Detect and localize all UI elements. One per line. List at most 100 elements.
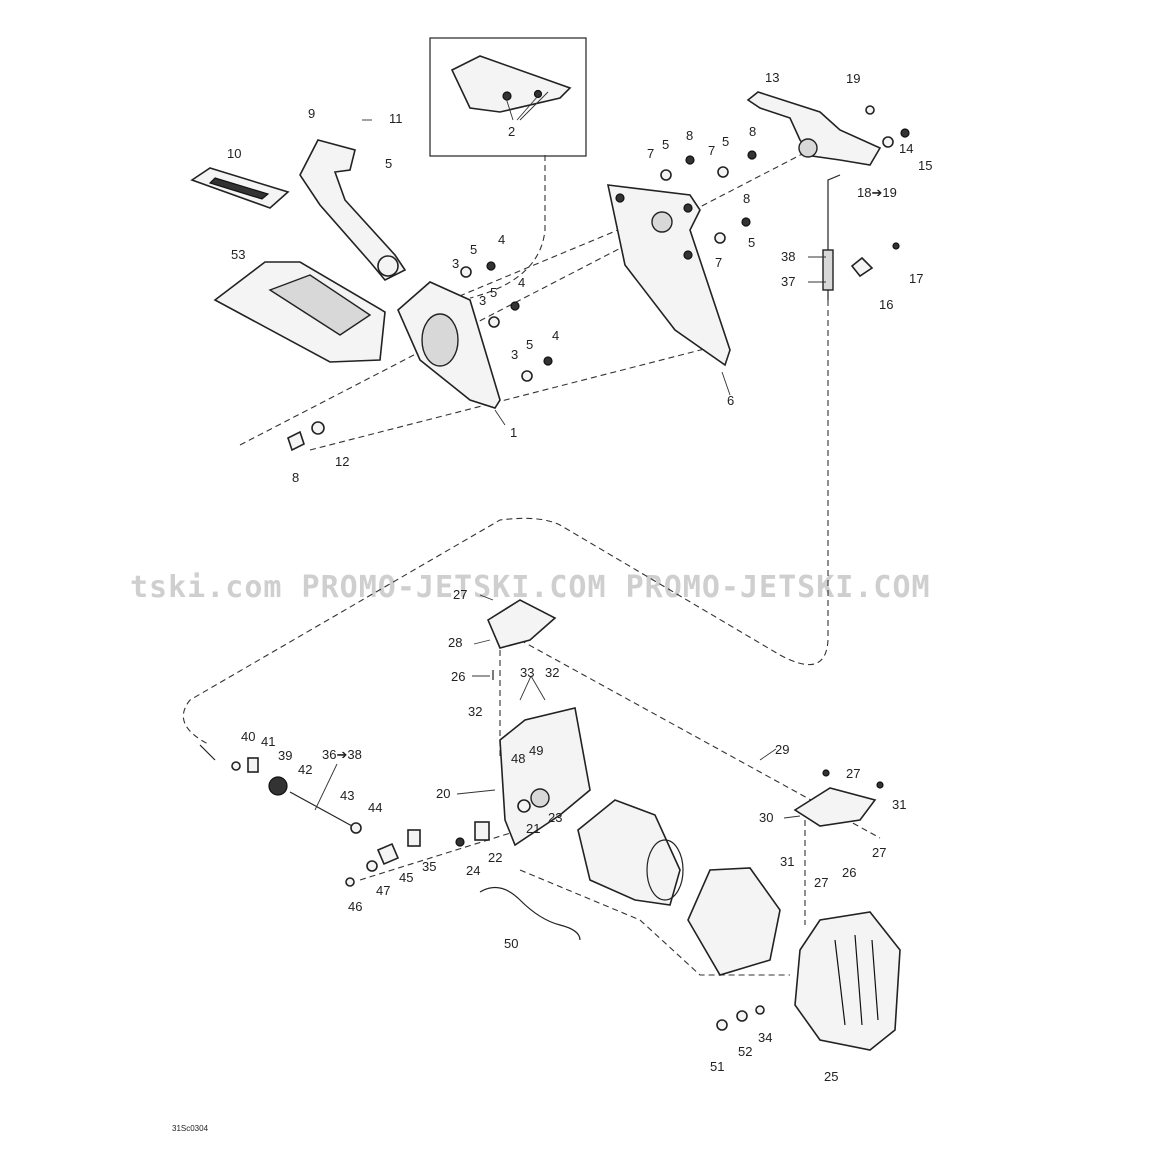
callout-27: 27 — [814, 875, 828, 890]
callout-24: 24 — [466, 863, 480, 878]
washer-7 — [717, 166, 729, 178]
part-39-gear — [268, 776, 288, 796]
callout-33: 33 — [520, 665, 534, 680]
inset-bolt — [502, 91, 512, 101]
callout-53: 53 — [231, 247, 245, 262]
callout-47: 47 — [376, 883, 390, 898]
callout-5: 5 — [722, 134, 729, 149]
assembly-line — [449, 199, 691, 301]
callout-7: 7 — [715, 255, 722, 270]
part-6-hole — [683, 250, 693, 260]
part-22-spacer — [474, 821, 490, 841]
callout-49: 49 — [529, 743, 543, 758]
part-44-nut — [350, 822, 362, 834]
callout-8: 8 — [686, 128, 693, 143]
screw-4 — [510, 301, 520, 311]
callout-31: 31 — [780, 854, 794, 869]
washer-12 — [311, 421, 325, 435]
watermark-text: tski.com PROMO-JETSKI.COM PROMO-JETSKI.C… — [130, 570, 931, 605]
assembly-line — [519, 869, 790, 976]
inset-bolt — [533, 89, 543, 99]
callout-7: 7 — [647, 146, 654, 161]
callout-14: 14 — [899, 141, 913, 156]
part-13-crank — [746, 91, 882, 166]
leader — [314, 763, 338, 811]
callout-29: 29 — [775, 742, 789, 757]
callout-38: 38 — [781, 249, 795, 264]
part-20-lever — [499, 707, 591, 847]
leader — [759, 748, 777, 761]
callout-19: 19 — [846, 71, 860, 86]
part-40-nut — [231, 761, 241, 771]
callout-6: 6 — [727, 393, 734, 408]
callout-8: 8 — [749, 124, 756, 139]
callout-16: 16 — [879, 297, 893, 312]
callout-3: 3 — [452, 256, 459, 271]
washer-7 — [714, 232, 726, 244]
callout-4: 4 — [552, 328, 559, 343]
part-53-tray-recess — [268, 274, 372, 336]
cable-end — [199, 744, 216, 761]
callout-18-19: 18➔19 — [857, 185, 897, 200]
callout-27: 27 — [846, 766, 860, 781]
bolt-51 — [716, 1019, 728, 1031]
callout-21: 21 — [526, 821, 540, 836]
callout-50: 50 — [504, 936, 518, 951]
part-46-bolt — [345, 877, 355, 887]
callout-25: 25 — [824, 1069, 838, 1084]
callout-5: 5 — [385, 156, 392, 171]
part-21-bushing — [517, 799, 531, 813]
screw-8 — [747, 150, 757, 160]
callout-23: 23 — [548, 810, 562, 825]
leader — [456, 789, 496, 795]
callout-34: 34 — [758, 1030, 772, 1045]
washer-7 — [660, 169, 672, 181]
washer-3 — [521, 370, 533, 382]
washer-52 — [736, 1010, 748, 1022]
callout-4: 4 — [498, 232, 505, 247]
nut-27 — [822, 769, 830, 777]
callout-5: 5 — [470, 242, 477, 257]
part-6-hole — [615, 193, 625, 203]
part-6-bore — [651, 211, 673, 233]
venturi-housing — [687, 867, 781, 976]
screw-8 — [685, 155, 695, 165]
callout-35: 35 — [422, 859, 436, 874]
callout-40: 40 — [241, 729, 255, 744]
part-47-washer — [366, 860, 378, 872]
drawing-code: 31Sc0304 — [172, 1124, 209, 1133]
part-10-pad-inset — [208, 177, 270, 200]
callout-39: 39 — [278, 748, 292, 763]
callout-7: 7 — [708, 143, 715, 158]
callout-31: 31 — [892, 797, 906, 812]
callout-17: 17 — [909, 271, 923, 286]
part-25-nozzle — [794, 911, 901, 1051]
callout-1: 1 — [510, 425, 517, 440]
screw-4 — [486, 261, 496, 271]
callout-30: 30 — [759, 810, 773, 825]
part-35-spacer — [407, 829, 421, 847]
callout-20: 20 — [436, 786, 450, 801]
callout-44: 44 — [368, 800, 382, 815]
nut-19 — [865, 105, 875, 115]
part-30-bracket — [793, 787, 877, 827]
leader — [494, 409, 506, 426]
callout-10: 10 — [227, 146, 241, 161]
part-45-bushing — [376, 842, 400, 866]
washer-3 — [488, 316, 500, 328]
callout-11: 11 — [389, 111, 403, 126]
callout-26: 26 — [842, 865, 856, 880]
callout-45: 45 — [399, 870, 413, 885]
leader — [721, 371, 731, 396]
assembly-line — [359, 829, 521, 881]
washer-14 — [882, 136, 894, 148]
callout-3: 3 — [479, 293, 486, 308]
part-28-bracket — [486, 599, 557, 649]
callout-5: 5 — [490, 285, 497, 300]
screw-8 — [741, 217, 751, 227]
part-23-bearing — [530, 788, 550, 808]
callout-12: 12 — [335, 454, 349, 469]
leader — [479, 594, 494, 601]
callout-26: 26 — [451, 669, 465, 684]
